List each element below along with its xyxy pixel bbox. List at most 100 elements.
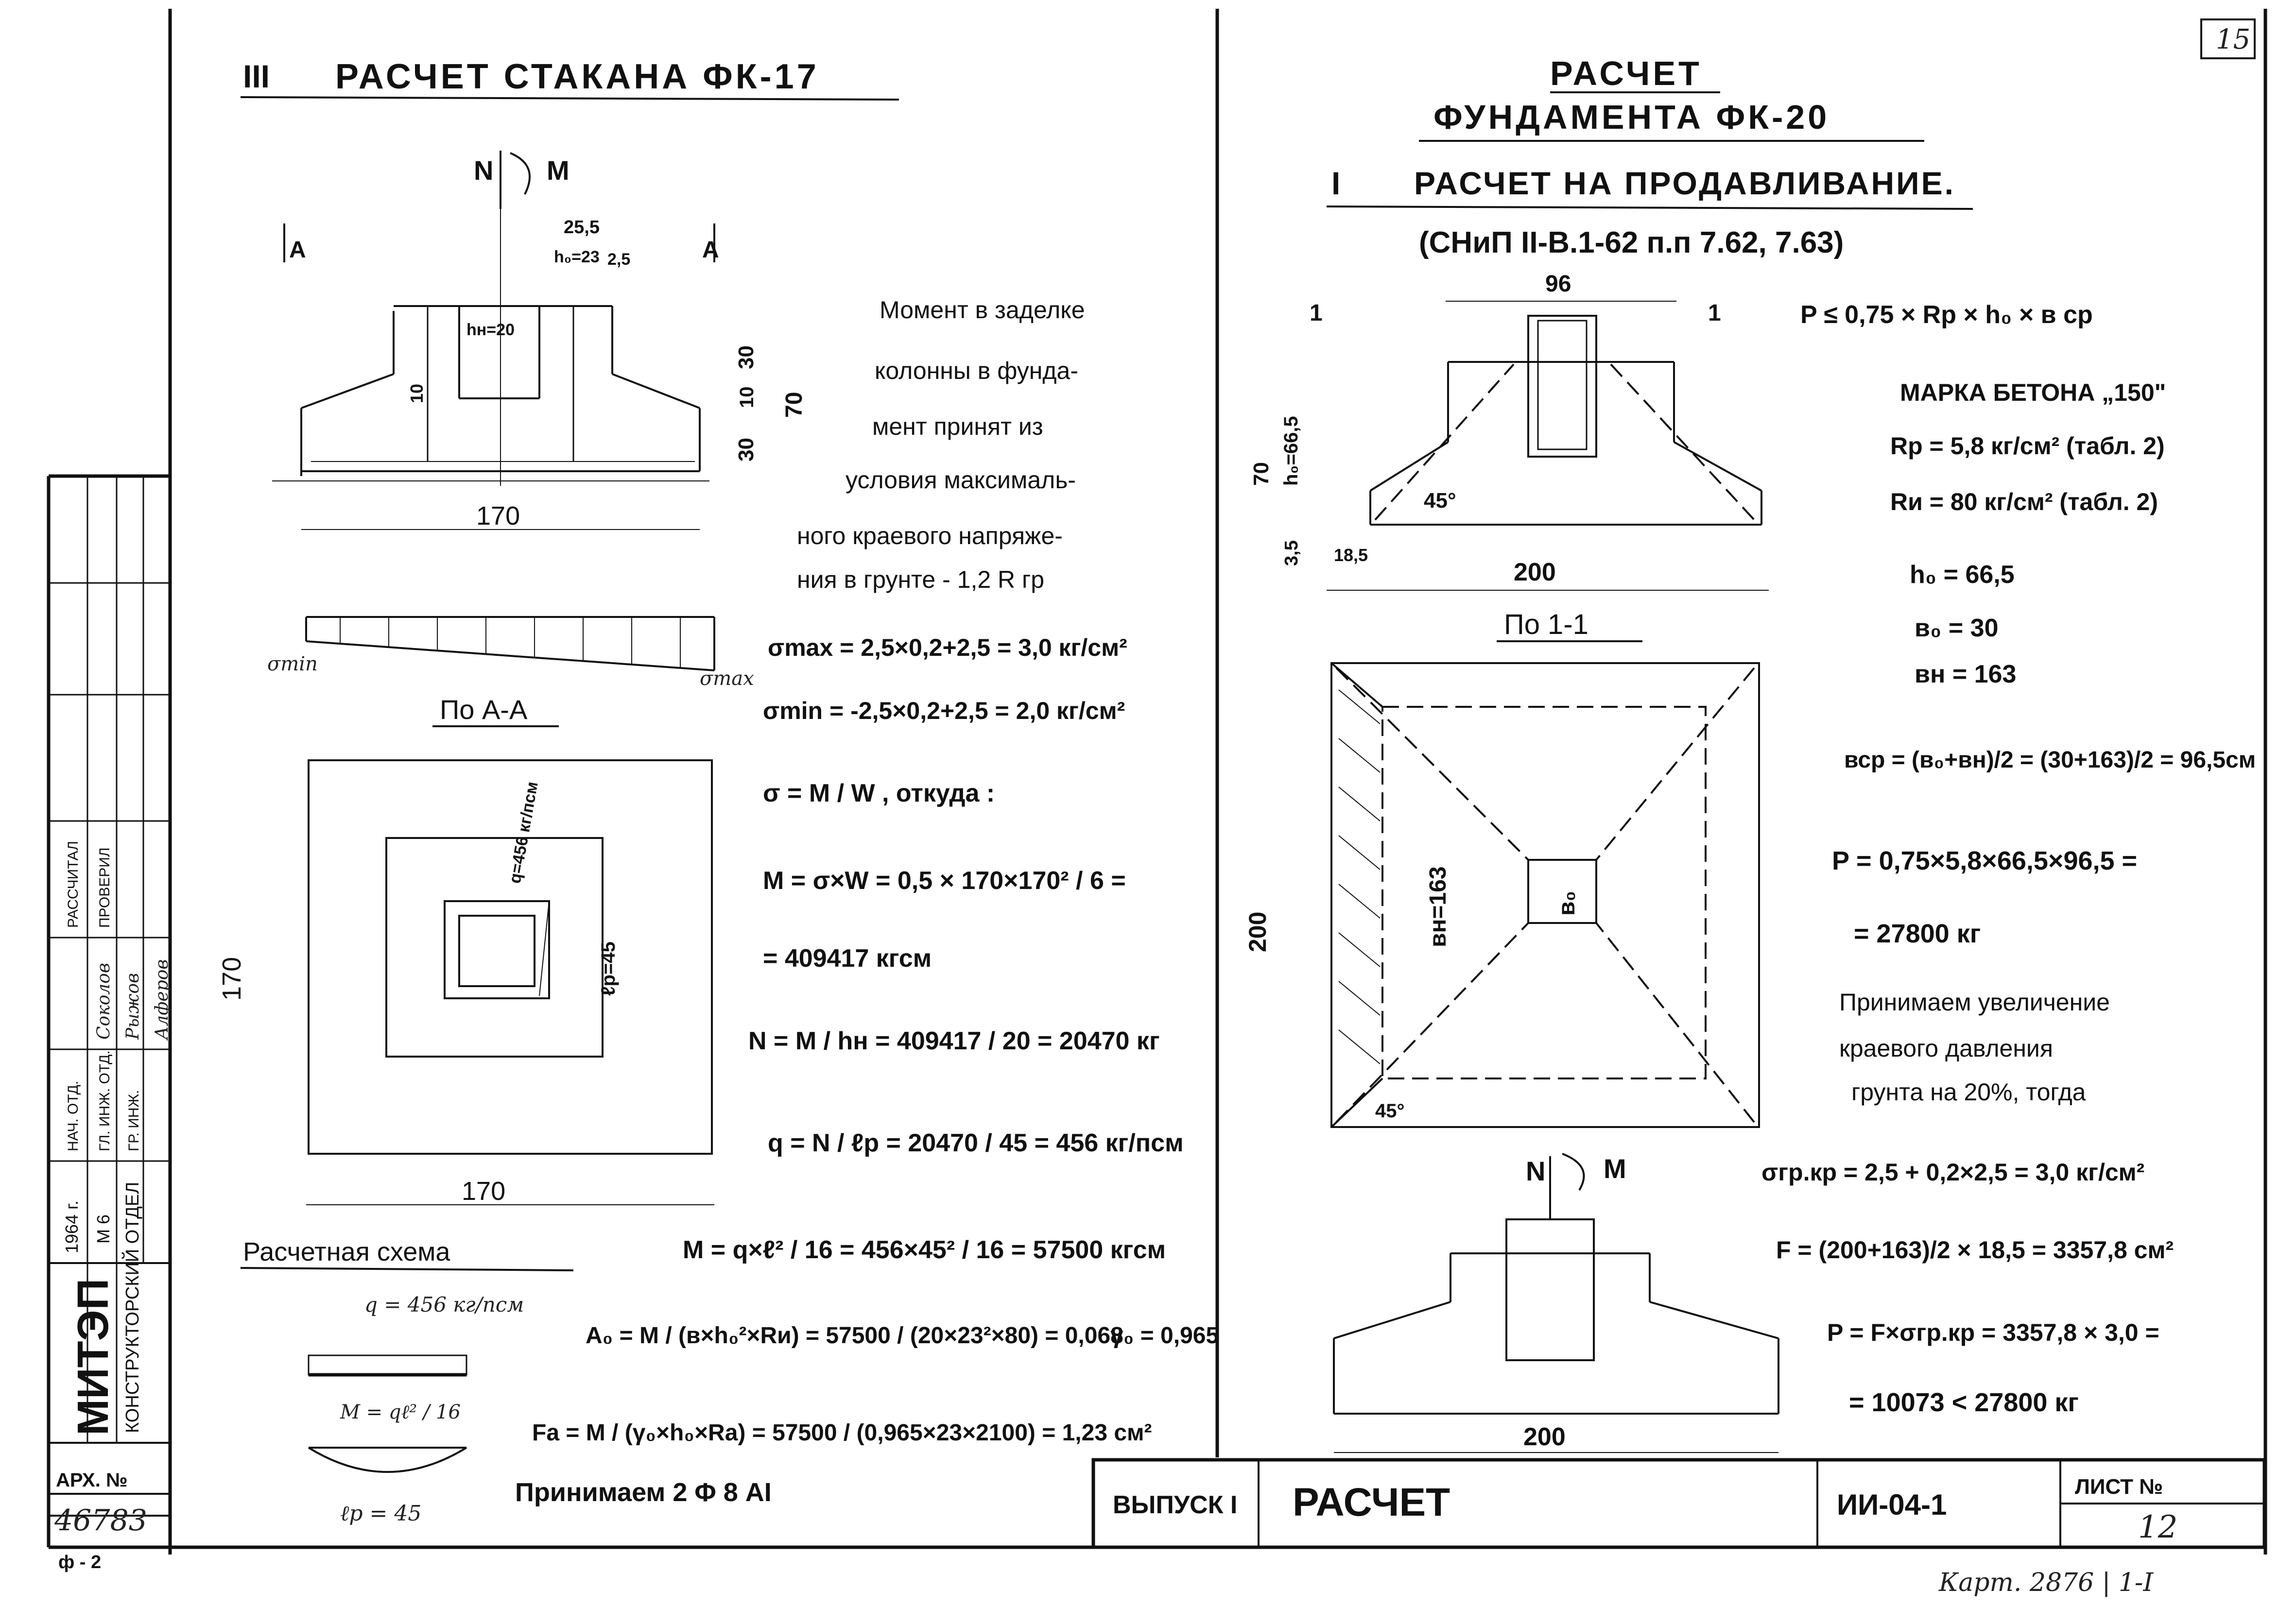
pf-eq: P = F×σгр.кр = 3357,8 × 3,0 = [1827, 1319, 2159, 1346]
dim-200-top: 200 [1514, 558, 1556, 586]
angle-45-top: 45° [1424, 489, 1456, 513]
right-sub: РАСЧЕТ НА ПРОДАВЛИВАНИЕ. [1414, 165, 1955, 201]
accept-rebar: Принимаем 2 Φ 8 AI [515, 1478, 772, 1507]
b0-value: в₀ = 30 [1915, 614, 1999, 642]
label-m: M [547, 155, 570, 186]
n-eq: N = M / hн = 409417 / 20 = 20470 кг [748, 1027, 1160, 1055]
sigma-gr: σгр.кр = 2,5 + 0,2×2,5 = 3,0 кг/см² [1761, 1159, 2144, 1186]
org-name: МИТЭП [69, 1279, 118, 1436]
moment-text-6: ния в грунте - 1,2 R гр [797, 566, 1044, 593]
dim-170-top: 170 [476, 501, 520, 530]
dim-96: 96 [1545, 271, 1571, 297]
dim-3-5: 3,5 [1281, 540, 1302, 566]
dim-18-5: 18,5 [1334, 545, 1368, 565]
dim-10b: 10 [407, 384, 427, 403]
stamp-role: ГЛ. ИНЖ. ОТД. [97, 1050, 113, 1151]
accept-line-3: грунта на 20%, тогда [1851, 1078, 2086, 1106]
dim-30b: 30 [734, 438, 758, 462]
stamp-extra: М 6 [93, 1214, 113, 1244]
dim-170-horiz: 170 [462, 1177, 505, 1206]
form-number: ф - 2 [58, 1552, 101, 1573]
label-smin: σmin [267, 653, 318, 675]
fk20-plan: По 1-1 вн=163 в₀ 200 45° [1244, 609, 1760, 1128]
dim-h0-r: h₀=66,5 [1280, 416, 1302, 486]
m2-eq: M = q×ℓ² / 16 = 456×45² / 16 = 57500 кгс… [683, 1236, 1166, 1264]
sigma-max: σmax = 2,5×0,2+2,5 = 3,0 кг/см² [768, 634, 1127, 661]
section-1-left: 1 [1310, 300, 1323, 326]
label-m-r: M [1604, 1153, 1626, 1184]
dim-b0: в₀ [1554, 891, 1580, 916]
accept-line-2: краевого давления [1839, 1035, 2053, 1062]
stamp-year: 1964 г. [62, 1200, 82, 1253]
right-calc: P ≤ 0,75 × Rp × h₀ × в ср МАРКА БЕТОНА „… [1761, 301, 2256, 1417]
a0-eq: A₀ = M / (в×h₀²×Rи) = 57500 / (20×23²×80… [586, 1323, 1123, 1349]
concrete-grade: МАРКА БЕТОНА „150" [1900, 379, 2166, 406]
bn-value: вн = 163 [1915, 660, 2016, 688]
rp-value: Rp = 5,8 кг/см² (табл. 2) [1890, 432, 2165, 460]
fa-eq: Fa = M / (γ₀×h₀×Ra) = 57500 / (0,965×23×… [532, 1420, 1152, 1446]
label-n-r: N [1526, 1156, 1545, 1186]
p-result: = 27800 кг [1854, 919, 1981, 948]
right-heading-1: РАСЧЕТ [1550, 54, 1702, 92]
dim-bn: вн=163 [1425, 866, 1451, 947]
title-block: ВЫПУСК I РАСЧЕТ ИИ-04-1 ЛИСТ № 12 Карт. … [1091, 1458, 2266, 1597]
ri-value: Rи = 80 кг/см² (табл. 2) [1890, 488, 2158, 515]
right-sub-num: I [1331, 165, 1340, 201]
moment-text-2: колонны в фунда- [875, 357, 1078, 384]
dim-30: 30 [734, 345, 758, 369]
scheme-m: M = qℓ² / 16 [340, 1401, 461, 1423]
dim-170-vert: 170 [217, 957, 246, 1001]
section-aa-title: По A-A [440, 694, 528, 725]
gamma: γ₀ = 0,965 [1110, 1323, 1219, 1349]
stamp-role: ГР. ИНЖ. [126, 1090, 142, 1151]
plan-aa: По A-A q=456 кг/псм ℓp=45 170 170 [217, 694, 714, 1206]
left-heading: III РАСЧЕТ СТАКАНА ФК-17 [240, 57, 899, 101]
dim-h0-23: h₀=23 [554, 248, 600, 266]
dim-200-vert: 200 [1244, 912, 1271, 952]
bottom-note: Карт. 2876 | 1-I [1938, 1568, 2154, 1597]
label-n: N [474, 155, 493, 186]
q-eq: q = N / ℓp = 20470 / 45 = 456 кг/псм [768, 1129, 1184, 1157]
sheet-title: РАСЧЕТ [1293, 1480, 1450, 1524]
dim-hn: hн=20 [466, 321, 515, 339]
section-a-left: A [289, 237, 306, 263]
snip-ref: (СНиП II-В.1-62 п.п 7.62, 7.63) [1419, 226, 1844, 259]
stress-diagram: σmin σmax [267, 616, 754, 690]
calc-scheme: Расчетная схема q = 456 кг/псм M = qℓ² /… [240, 1237, 574, 1526]
f-eq: F = (200+163)/2 × 18,5 = 3357,8 см² [1776, 1236, 2174, 1264]
label-q-plan: q=456 кг/псм [505, 780, 541, 885]
bcp-eq: вср = (в₀+вн)/2 = (30+163)/2 = 96,5см [1844, 747, 2256, 773]
sigma-eq: σ = M / W , откуда : [763, 779, 995, 807]
dept-name: КОНСТРУКТОРСКИЙ ОТДЕЛ [121, 1182, 143, 1433]
p-calc: P = 0,75×5,8×66,5×96,5 = [1832, 846, 2137, 875]
dim-70-r: 70 [1249, 462, 1273, 486]
section-a-right: A [702, 237, 719, 263]
glass-elevation: A A N M 25,5 h₀=23 2,5 hн=20 30 10 70 30… [272, 151, 807, 530]
right-heading-2: ФУНДАМЕНТА ФК-20 [1433, 98, 1830, 136]
stamp-role: НАЧ. ОТД. [65, 1081, 81, 1151]
arch-label: АРХ. № [56, 1470, 128, 1491]
sigma-min: σmin = -2,5×0,2+2,5 = 2,0 кг/см² [763, 697, 1125, 724]
sheet-number: 12 [2138, 1509, 2177, 1545]
moment-text-5: ного краевого напряже- [797, 522, 1063, 549]
fk20-elevation: 96 1 1 45° 70 h₀=66,5 3,5 18,5 200 [1249, 271, 1769, 591]
left-heading-num: III [243, 58, 270, 94]
stamp-block: МИТЭП КОНСТРУКТОРСКИЙ ОТДЕЛ 1964 г. М 6 … [49, 476, 172, 1573]
moment-text-1: Момент в заделке [880, 296, 1085, 324]
stamp-name: Соколов [94, 963, 114, 1040]
sheet-label: ЛИСТ № [2075, 1475, 2163, 1499]
scheme-lp: ℓp = 45 [340, 1501, 421, 1526]
h0-value: h₀ = 66,5 [1910, 561, 2015, 589]
left-calc: Момент в заделке колонны в фунда- мент п… [515, 296, 1219, 1507]
m-eq: M = σ×W = 0,5 × 170×170² / 6 = [763, 867, 1126, 895]
p-formula: P ≤ 0,75 × Rp × h₀ × в ср [1800, 301, 2093, 329]
scheme-title: Расчетная схема [243, 1237, 450, 1266]
angle-45-plan: 45° [1375, 1100, 1405, 1122]
issue-label: ВЫПУСК I [1113, 1491, 1237, 1519]
pf-result: = 10073 < 27800 кг [1849, 1388, 2079, 1417]
stamp-name: Рыжов [123, 973, 143, 1040]
page-number: 15 [2216, 24, 2250, 55]
right-heading: РАСЧЕТ ФУНДАМЕНТА ФК-20 I РАСЧЕТ НА ПРОД… [1326, 54, 1973, 259]
